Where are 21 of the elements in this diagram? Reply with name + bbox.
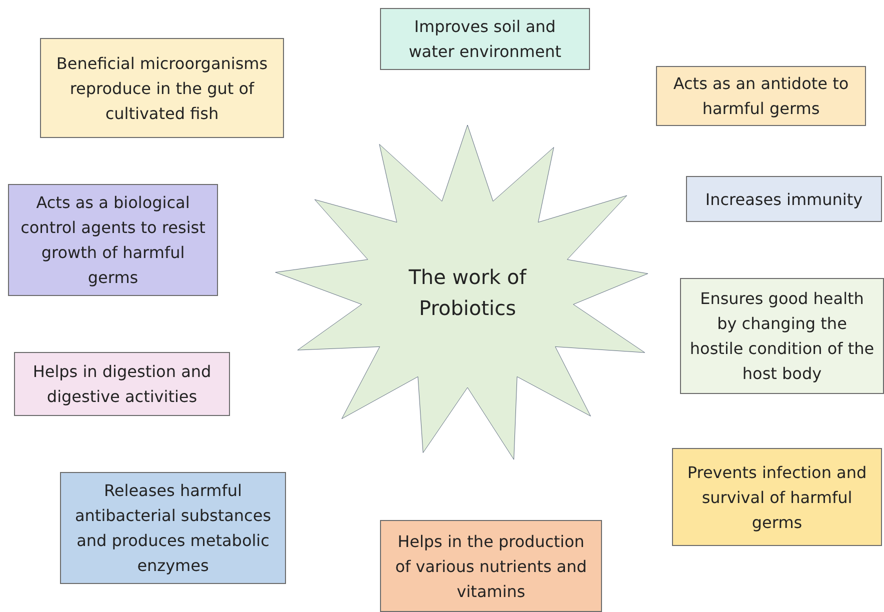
text-box [672, 448, 882, 546]
box-text: Improves soil and water environment [408, 16, 562, 63]
box-text: Helps in digestion and digestive activities [32, 361, 212, 408]
text-box [8, 184, 218, 296]
box-text: Releases harmful antibacterial substances and produces metabolic enzymes [74, 480, 272, 577]
box-text: Beneficial microorganisms reproduce in the gut of cultivated fish [55, 52, 269, 124]
text-box [14, 352, 230, 416]
text-box [60, 472, 286, 584]
text-box [40, 38, 284, 138]
box-text: Prevents infection and survival of harmful germs [686, 462, 868, 534]
box-text: Acts as an antidote to harmful germs [672, 73, 850, 120]
box-text: Increases immunity [705, 188, 863, 210]
box-text: Ensures good health by changing the hostile condition of the host body [689, 288, 875, 385]
text-box [680, 278, 884, 394]
text-box [380, 520, 602, 612]
text-box [380, 8, 590, 70]
center-title: The work of Probiotics [408, 264, 528, 322]
text-box [686, 176, 882, 222]
text-box [656, 66, 866, 126]
box-text: Helps in the production of various nutrients and vitamins [394, 530, 588, 602]
box-text: Acts as a biological control agents to resist growth of harmful germs [20, 192, 206, 289]
